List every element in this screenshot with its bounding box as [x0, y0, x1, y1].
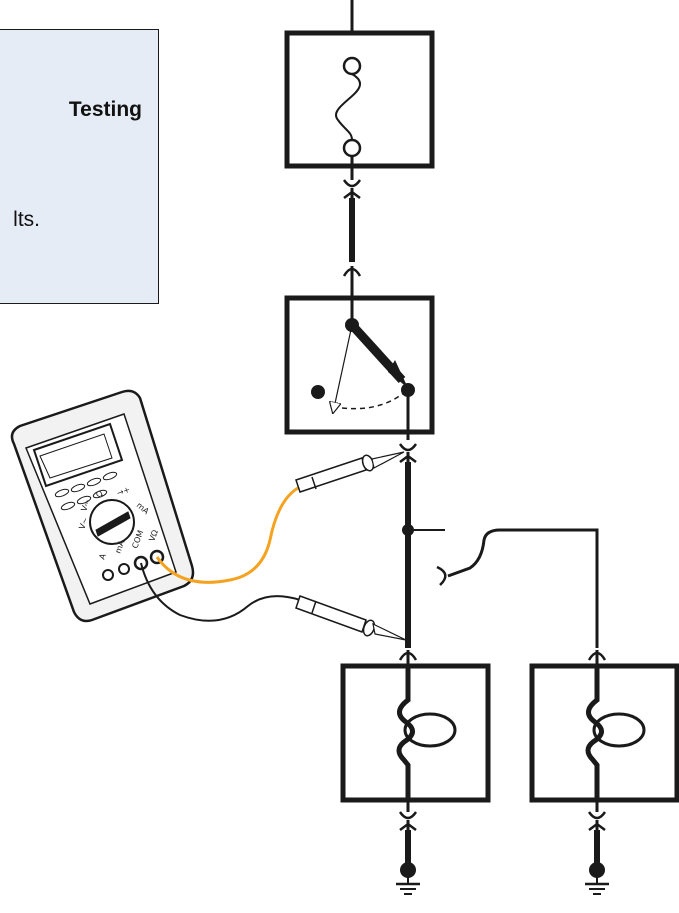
- dial-label-v-ac: V~: [77, 516, 90, 531]
- note-title: Testing: [68, 98, 142, 121]
- multimeter-buttons: [54, 471, 118, 511]
- switch: [284, 295, 435, 440]
- fuse-terminal-top: [342, 56, 362, 76]
- lamp-1: [340, 663, 491, 803]
- lamp-2-filament: [592, 712, 646, 748]
- port-label-v-ohm: VΩ: [147, 529, 159, 543]
- dial-label-v-dc: V⎓: [79, 498, 92, 513]
- dial-label-ohm: Ω: [95, 489, 105, 500]
- red-probe-tip: [371, 451, 405, 469]
- multimeter-display: [32, 422, 124, 488]
- branch-wire: [447, 528, 599, 648]
- red-test-lead: [155, 451, 405, 584]
- connector-2: [342, 266, 362, 300]
- ground-2-icon: [585, 862, 609, 895]
- red-lead-wire: [155, 486, 299, 584]
- splice-branch: [402, 524, 599, 648]
- multimeter-dial-pointer: [95, 511, 131, 537]
- black-lead-wire: [140, 562, 301, 622]
- note-box: Testing lts.: [0, 29, 159, 304]
- port-label-ma: mA: [113, 539, 126, 555]
- connector-lamp-1-bottom: [398, 800, 418, 868]
- lamp-1-filament: [403, 712, 457, 748]
- fuse-element: [335, 73, 361, 141]
- switch-box: [284, 295, 435, 435]
- connector-lamp-2-bottom: [587, 800, 607, 868]
- lamp-1-box: [340, 663, 491, 803]
- note-text: lts.: [13, 208, 40, 231]
- black-probe-tip: [372, 622, 407, 641]
- black-test-lead: [140, 562, 407, 641]
- fuse: [284, 0, 435, 180]
- fuse-terminal-bottom: [342, 138, 362, 158]
- multimeter-icon: A mA COM VΩ V~ V⎓ Ω →+ mA: [10, 389, 195, 623]
- connector-3: [398, 443, 418, 648]
- switch-contact-open: [311, 385, 325, 399]
- port-ma: [118, 563, 130, 575]
- red-probe-handle: [295, 457, 367, 493]
- port-a: [102, 569, 114, 581]
- switch-open-indicator: [334, 324, 353, 408]
- ground-1-icon: [396, 862, 420, 895]
- port-label-a: A: [97, 552, 108, 561]
- lamp-2-box: [529, 663, 679, 803]
- black-probe-handle: [295, 595, 367, 633]
- connector-1: [342, 179, 362, 262]
- dial-label-diode: →+: [116, 485, 132, 498]
- lamp-2: [529, 663, 679, 803]
